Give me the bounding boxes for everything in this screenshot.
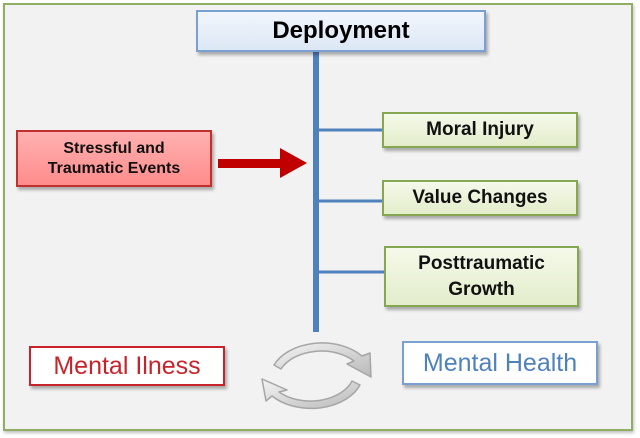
mental-health-label: Mental Health (422, 348, 578, 377)
moral-injury-label: Moral Injury (426, 119, 534, 140)
right-arrow-icon (218, 148, 307, 178)
cycle-arrows-icon (261, 342, 372, 410)
posttraumatic-growth-box: Posttraumatic Growth (384, 246, 579, 307)
value-changes-box: Value Changes (382, 180, 578, 216)
posttraumatic-growth-line-1: Posttraumatic (418, 252, 545, 274)
value-changes-label: Value Changes (412, 187, 548, 208)
stressful-events-line-2: Traumatic Events (47, 159, 181, 177)
stressful-events-box: Stressful and Traumatic Events (16, 130, 212, 187)
mental-illness-box: Mental Ilness (29, 346, 225, 386)
deployment-box: Deployment (196, 10, 486, 52)
mental-illness-label: Mental Ilness (53, 351, 201, 380)
moral-injury-box: Moral Injury (382, 112, 578, 148)
stressful-events-line-1: Stressful and (63, 139, 165, 157)
posttraumatic-growth-line-2: Growth (448, 278, 515, 300)
mental-health-box: Mental Health (402, 341, 598, 385)
deployment-label: Deployment (272, 17, 410, 44)
